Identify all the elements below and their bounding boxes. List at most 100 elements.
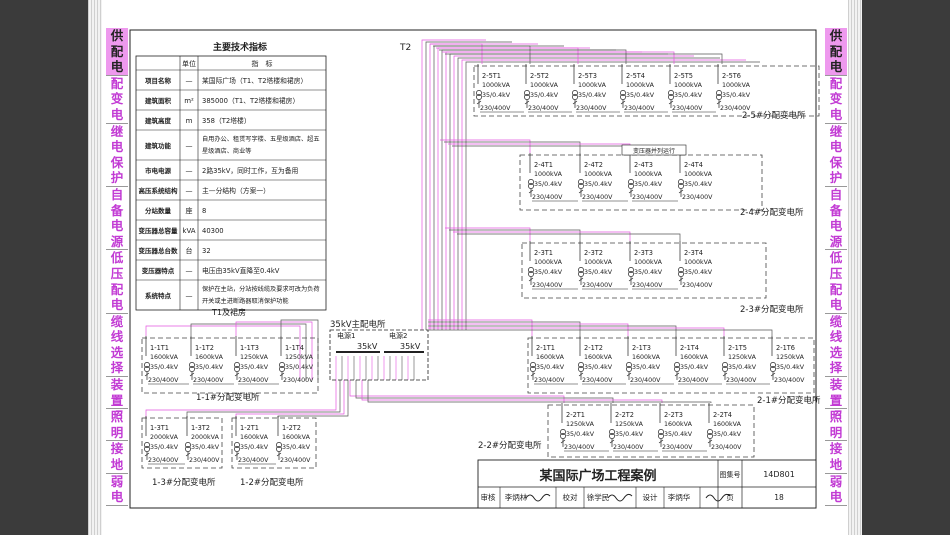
transformer-rating: 1250kVA: [615, 421, 644, 428]
transformer-symbol: [674, 366, 680, 372]
side-tab-right-8[interactable]: 接地: [825, 441, 847, 474]
transformer-symbol: [620, 94, 626, 100]
transformer-ratio: 35/0.4kV: [150, 364, 179, 371]
transformer-symbol: [189, 366, 195, 372]
side-tab-left-8[interactable]: 接地: [106, 441, 128, 474]
transformer-ratio: 35/0.4kV: [482, 92, 511, 99]
transformer-lv: 230/400V: [582, 282, 613, 289]
side-tab-left-0[interactable]: 供配电: [106, 28, 128, 76]
transformer-rating: 1000kVA: [684, 259, 713, 266]
side-tab-left-6[interactable]: 装置: [106, 377, 128, 410]
transformer-ratio: 35/0.4kV: [584, 181, 613, 188]
feeder-cable: [445, 227, 531, 241]
side-tab-left-9[interactable]: 弱电: [106, 473, 128, 506]
transformer-symbol: [609, 433, 615, 439]
transformer-lv: 230/400V: [582, 377, 613, 384]
breaker-symbol: [279, 372, 285, 377]
spec-row-value: 358（T2塔楼）: [202, 116, 251, 125]
transformer-rating: 1000kVA: [634, 171, 663, 178]
transformer-symbol: [716, 90, 722, 96]
breaker-symbol: [524, 100, 530, 105]
transformer-ratio: 35/0.4kV: [713, 431, 742, 438]
transformer-ratio: 35/0.4kV: [534, 269, 563, 276]
side-tab-left-1[interactable]: 配变电: [106, 75, 128, 124]
transformer-ratio: 35/0.4kV: [626, 92, 655, 99]
side-tabs-left: 供配电配变电继电保护自备电源低压配电缆线选择装置照明接地弱电: [106, 28, 128, 506]
transformer-symbol: [674, 362, 680, 368]
side-tab-right-1[interactable]: 配变电: [825, 75, 847, 124]
side-tab-right-3[interactable]: 自备电源: [825, 186, 847, 251]
transformer-symbol: [234, 446, 240, 452]
side-tab-right-5[interactable]: 缆线选择: [825, 313, 847, 378]
transformer-lv: 230/400V: [148, 457, 179, 464]
side-tab-right-2[interactable]: 继电保护: [825, 123, 847, 187]
transformer-ratio: 35/0.4kV: [664, 431, 693, 438]
breaker-symbol: [674, 372, 680, 377]
spec-row-value: 2路35kV，同时工作，互为备用: [202, 166, 299, 175]
side-tab-right-0[interactable]: 供配电: [825, 28, 847, 76]
transformer-lv: 230/400V: [682, 282, 713, 289]
transformer-symbol: [524, 94, 530, 100]
transformer-id: 2-3T1: [534, 249, 553, 257]
substations: 2-5#分配变电所2-5T11000kVA35/0.4kV230/400V2-5…: [141, 64, 821, 488]
side-tab-right-4[interactable]: 低压配电: [825, 250, 847, 314]
spec-row-unit: —: [186, 77, 193, 85]
side-tab-right-6[interactable]: 装置: [825, 377, 847, 410]
transformer-id: 1-3T2: [191, 424, 210, 432]
transformer-ratio: 35/0.4kV: [191, 444, 220, 451]
side-tab-left-4[interactable]: 低压配电: [106, 250, 128, 314]
transformer-symbol: [678, 267, 684, 273]
substation-name: 1-2#分配变电所: [240, 477, 304, 488]
transformer-rating: 1600kVA: [713, 421, 742, 428]
transformer-symbol: [189, 362, 195, 368]
side-tab-left-7[interactable]: 照明: [106, 409, 128, 442]
transformer-symbol: [276, 446, 282, 452]
side-tab-right-9[interactable]: 弱电: [825, 473, 847, 506]
feeder-cable: [437, 47, 590, 330]
side-tab-left-3[interactable]: 自备电源: [106, 186, 128, 251]
side-tab-left-5[interactable]: 缆线选择: [106, 313, 128, 378]
side-tab-right-7[interactable]: 照明: [825, 409, 847, 442]
spec-row-value: 某国际广场（T1、T2塔楼和裙房）: [202, 76, 307, 85]
feeder-cable: [428, 325, 677, 336]
book-page-edge-left: [88, 0, 102, 535]
feeder-cable: [428, 329, 773, 336]
transformer-id: 2-2T3: [664, 411, 683, 419]
breaker-symbol: [185, 452, 191, 457]
drawing-title: 某国际广场工程案例: [538, 468, 656, 484]
side-tab-left-2[interactable]: 继电保护: [106, 123, 128, 187]
transformer-lv: 230/400V: [672, 105, 703, 112]
